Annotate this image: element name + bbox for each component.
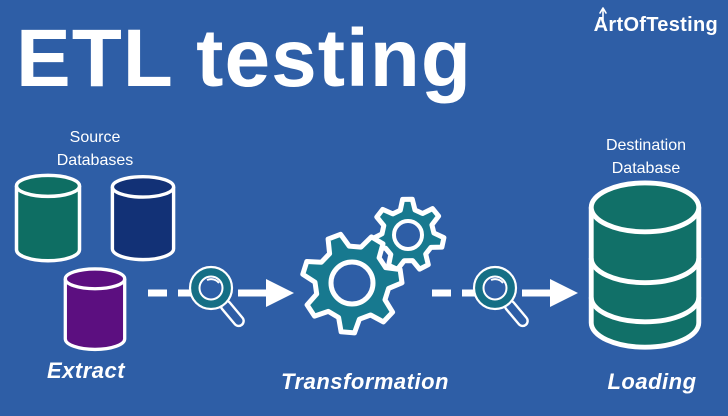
stacked-database-icon xyxy=(588,180,702,350)
arrow-head xyxy=(266,279,294,307)
cylinder-top xyxy=(63,267,127,291)
magnifier-outer-ring xyxy=(472,265,518,311)
logo-pencil-icon xyxy=(599,7,607,22)
destination-database-label: Destination Database xyxy=(605,137,687,178)
magnifier-outer-ring xyxy=(188,265,234,311)
disk-separator xyxy=(588,257,702,286)
extract-flow-group xyxy=(148,265,294,328)
logo-artoftesting: ArtOfTesting xyxy=(593,14,718,36)
magnifier-highlight xyxy=(490,278,504,284)
cylinder-top xyxy=(14,173,82,199)
source-db-teal-icon xyxy=(14,173,82,263)
source-db-navy-icon xyxy=(110,174,176,262)
source-db-purple-icon xyxy=(63,267,127,352)
disk-separator xyxy=(588,297,702,325)
extract-label: Extract xyxy=(46,358,126,383)
cylinder-body xyxy=(63,278,127,352)
load-flow-group xyxy=(432,265,578,328)
magnifier-highlight xyxy=(206,278,220,284)
cylinder-body xyxy=(110,186,176,262)
cylinder-top xyxy=(110,174,176,199)
gears-icon xyxy=(300,196,447,336)
magnifier-inner-ring xyxy=(198,275,224,301)
gear-large-hole xyxy=(328,259,376,307)
transformation-label: Transformation xyxy=(281,369,449,394)
cylinder-body xyxy=(588,207,702,350)
loading-label: Loading xyxy=(607,369,697,394)
magnifier-inner-ring xyxy=(482,275,508,301)
gear-small-hole xyxy=(392,219,424,251)
cylinder-body xyxy=(14,185,82,263)
source-databases-label: Source Databases xyxy=(56,129,134,170)
page-title: ETL testing xyxy=(16,13,472,104)
cylinder-top xyxy=(588,180,702,235)
arrow-head xyxy=(550,279,578,307)
